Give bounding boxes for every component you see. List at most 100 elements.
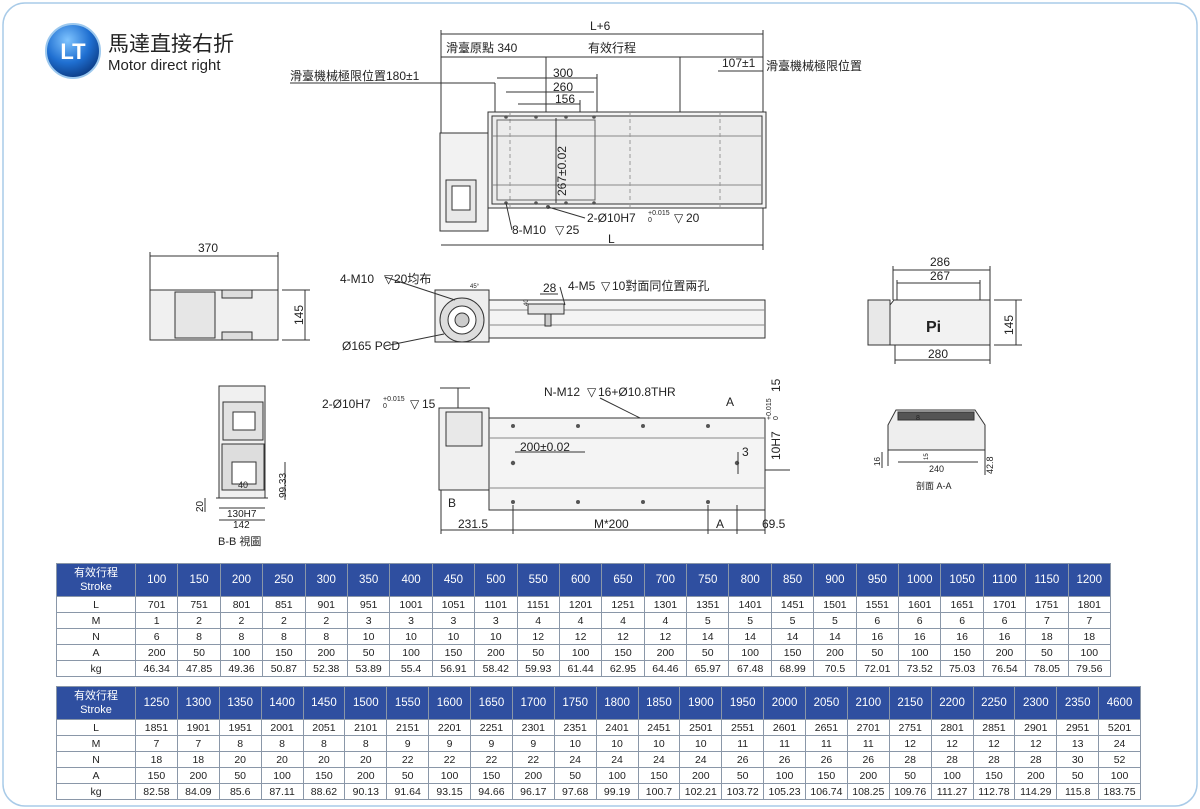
- stroke-header-cell: 1000: [898, 563, 942, 597]
- row-label: M: [56, 612, 136, 629]
- table-cell: 24: [595, 751, 639, 768]
- table-cell: 8: [177, 628, 221, 645]
- technical-drawing: L+6 滑臺原點 340 有效行程 107±1 滑臺機械極限位置 滑臺機械極限位…: [149, 19, 1022, 548]
- table-cell: 108.25: [846, 783, 890, 800]
- table-cell: 26: [763, 751, 806, 768]
- svg-text:16: 16: [873, 457, 882, 466]
- table-cell: 1151: [516, 596, 560, 613]
- table-cell: 100: [428, 767, 471, 784]
- svg-text:8-M10: 8-M10: [512, 223, 546, 237]
- bottom-view: [438, 387, 790, 534]
- svg-text:15: 15: [422, 397, 436, 411]
- table-cell: 50: [1056, 767, 1100, 784]
- table-cell: 22: [386, 751, 430, 768]
- svg-text:300: 300: [553, 66, 573, 80]
- table-cell: 200: [474, 644, 518, 661]
- table-cell: 901: [304, 596, 348, 613]
- table-cell: 5: [813, 612, 857, 629]
- table-cell: 200: [679, 767, 723, 784]
- pi-mark: Pi: [926, 319, 941, 336]
- table-cell: 14: [770, 628, 815, 645]
- bottom-n-note: N-M12: [544, 385, 580, 399]
- stroke-header-cell: 1250: [135, 686, 178, 720]
- svg-text:260: 260: [553, 80, 573, 94]
- table-cell: 3: [389, 612, 433, 629]
- motor-height-label: 145: [292, 305, 306, 325]
- stroke-header-cell: 1200: [1067, 563, 1112, 597]
- table-cell: 64.46: [643, 660, 688, 677]
- stroke-header-cell: 2250: [972, 686, 1016, 720]
- table-cell: 91.64: [386, 783, 430, 800]
- table-cell: 88.62: [302, 783, 346, 800]
- end-width-286: 286: [930, 255, 950, 269]
- bb-dim-20: 20: [195, 500, 206, 512]
- right-hole-note: 10H7: [769, 431, 783, 460]
- table-cell: 115.8: [1056, 783, 1100, 800]
- table-cell: 14: [686, 628, 730, 645]
- stroke-header-cell: 1350: [218, 686, 262, 720]
- svg-text:滑臺原點 340: 滑臺原點 340: [446, 40, 518, 55]
- table-cell: 150: [637, 767, 681, 784]
- stroke-header-zh: 有效行程: [74, 690, 118, 702]
- table-cell: 111.27: [930, 783, 974, 800]
- table-cell: 10: [679, 735, 723, 752]
- stroke-header-cell: 2000: [763, 686, 806, 720]
- stroke-header-cell: 150: [177, 563, 221, 597]
- end-width-280: 280: [928, 347, 948, 361]
- table-cell: 50.87: [262, 660, 306, 677]
- table-cell: 150: [770, 644, 815, 661]
- table-cell: 22: [511, 751, 555, 768]
- table-cell: 13: [1056, 735, 1100, 752]
- svg-text:25: 25: [566, 223, 580, 237]
- svg-text:2-Ø10H7: 2-Ø10H7: [587, 211, 636, 225]
- svg-text:0: 0: [773, 416, 780, 420]
- table-cell: 20: [260, 751, 304, 768]
- table-cell: 10: [595, 735, 639, 752]
- table-cell: 12: [601, 628, 645, 645]
- table-cell: 87.11: [260, 783, 304, 800]
- svg-text:28: 28: [543, 281, 557, 295]
- table-cell: 9: [386, 735, 430, 752]
- bottom-dim-200: 200±0.02: [520, 440, 570, 454]
- table-cell: 28: [888, 751, 932, 768]
- stroke-header-en: Stroke: [80, 581, 112, 593]
- table-cell: 951: [346, 596, 391, 613]
- stroke-header-cell: 200: [219, 563, 264, 597]
- table-cell: 50: [686, 644, 730, 661]
- table-cell: 5: [728, 612, 772, 629]
- svg-text:69.5: 69.5: [762, 517, 786, 531]
- page-subtitle: Motor direct right: [108, 57, 221, 74]
- table-cell: 1751: [1025, 596, 1069, 613]
- table-cell: 70.5: [813, 660, 857, 677]
- table-cell: 10: [389, 628, 433, 645]
- table-cell: 2451: [637, 719, 681, 736]
- table-cell: 2851: [972, 719, 1016, 736]
- table-cell: 200: [982, 644, 1027, 661]
- table-cell: 100: [728, 644, 772, 661]
- svg-text:16+Ø10.8THR: 16+Ø10.8THR: [598, 385, 676, 399]
- section-marker-a: A: [726, 395, 734, 409]
- table-cell: 85.6: [218, 783, 262, 800]
- table-cell: 52.38: [304, 660, 348, 677]
- table-cell: 93.15: [428, 783, 471, 800]
- table-cell: 1351: [686, 596, 730, 613]
- table-cell: 100: [1098, 767, 1141, 784]
- table-cell: 11: [763, 735, 806, 752]
- table-cell: 100: [558, 644, 603, 661]
- table-cell: 59.93: [516, 660, 560, 677]
- table-cell: 56.91: [431, 660, 476, 677]
- table-cell: 22: [470, 751, 513, 768]
- table-cell: 150: [940, 644, 984, 661]
- table-cell: 150: [805, 767, 848, 784]
- side-view: [384, 276, 766, 347]
- stroke-header-cell: 2150: [888, 686, 932, 720]
- svg-text:15: 15: [924, 453, 930, 460]
- svg-text:10對面同位置兩孔: 10對面同位置兩孔: [612, 278, 709, 293]
- table-cell: 1301: [643, 596, 688, 613]
- lt-logo-icon: LT: [45, 23, 101, 79]
- table-cell: 47.85: [177, 660, 221, 677]
- table-cell: 7: [1025, 612, 1069, 629]
